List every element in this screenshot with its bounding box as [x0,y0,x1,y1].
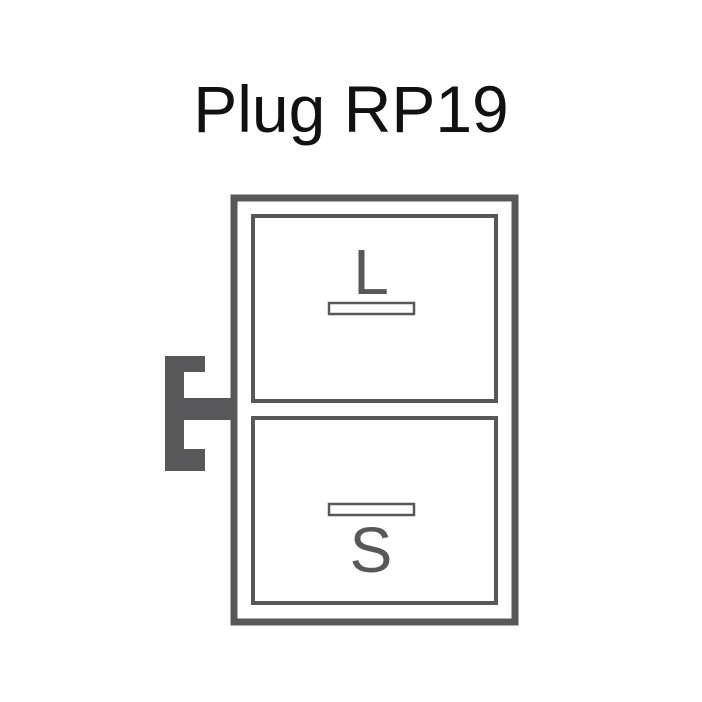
locking-latch [165,356,232,471]
terminal-label-bottom: S [350,514,393,586]
terminal-cavity-top [251,214,498,403]
terminal-blade-bottom [327,502,416,517]
terminal-label-top: L [353,236,389,308]
connector-housing [230,194,519,626]
terminal-cavity-bottom [251,416,498,605]
plug-title: Plug RP19 [193,72,509,146]
terminal-blade-top [327,301,416,316]
